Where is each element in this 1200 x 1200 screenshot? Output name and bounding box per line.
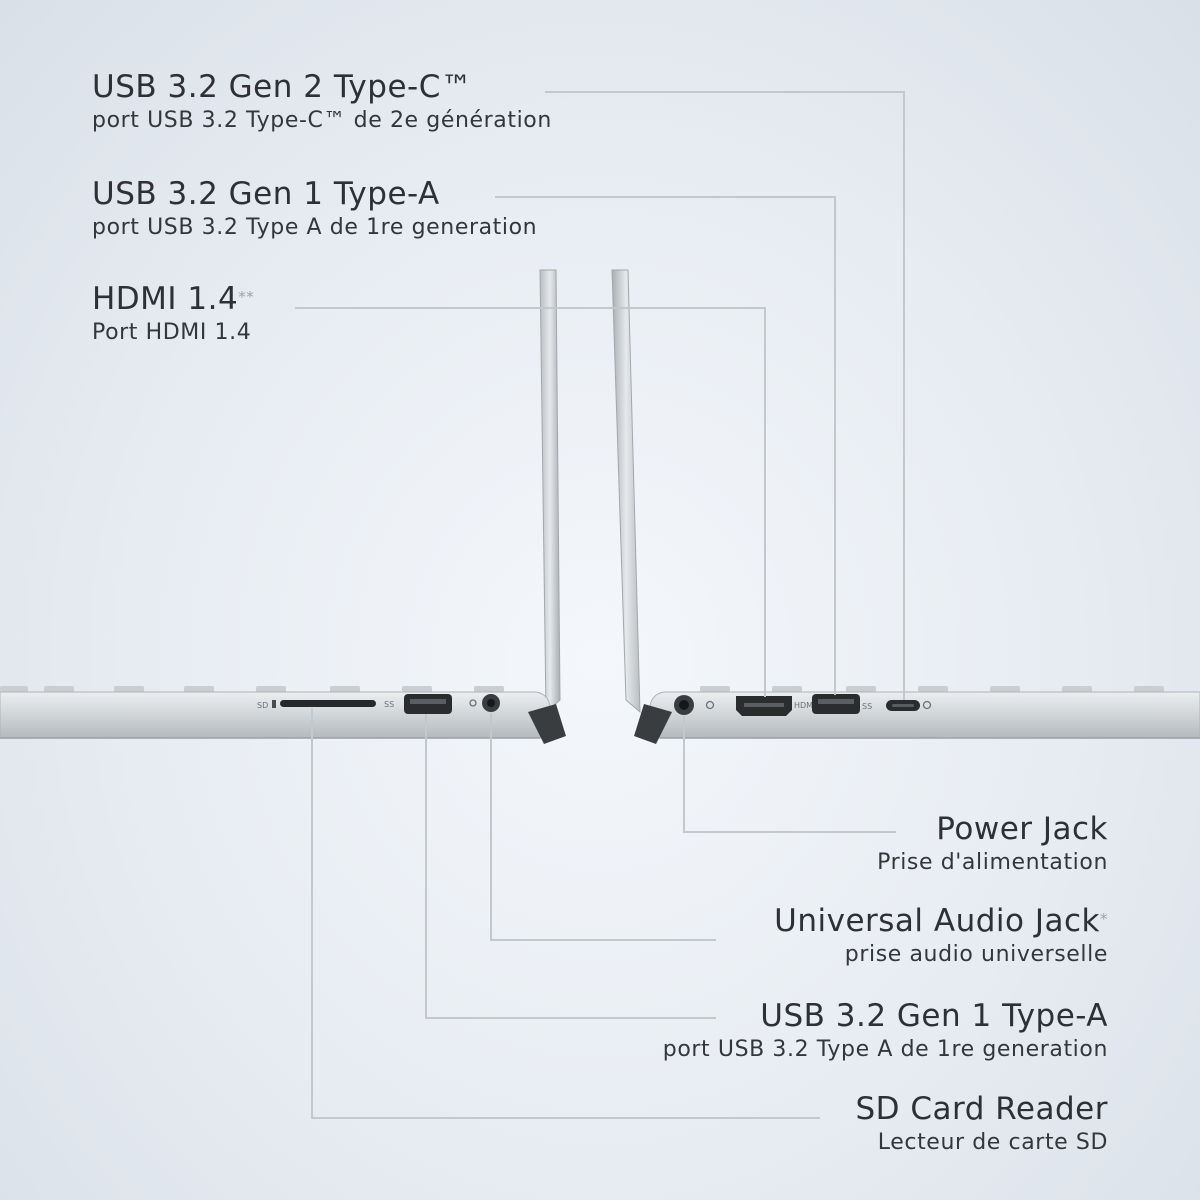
- callout-sd-reader: [311, 708, 820, 1119]
- usb-c-port: [886, 700, 932, 711]
- label-usb-c-title: USB 3.2 Gen 2 Type-C™: [92, 69, 473, 105]
- callout-audio-jack: [490, 713, 716, 941]
- right-base: [647, 691, 1200, 739]
- left-keyboard-keys: [0, 686, 504, 692]
- sd-card-slot: SD: [257, 700, 376, 710]
- label-usb-a-bottom: USB 3.2 Gen 1 Type-A port USB 3.2 Type A…: [663, 997, 1108, 1065]
- label-hdmi-mark: **: [238, 288, 255, 306]
- label-usb-a-top-subtitle: port USB 3.2 Type A de 1re generation: [92, 215, 538, 240]
- callout-usb-a-top: [495, 196, 836, 695]
- usb-a-port-right: SS: [812, 694, 872, 714]
- usb-a-port-left: SS: [384, 694, 452, 714]
- hdmi-port: HDMI: [736, 696, 815, 716]
- label-power-jack-subtitle: Prise d'alimentation: [877, 850, 1108, 875]
- label-audio-jack-mark: *: [1100, 910, 1108, 928]
- label-usb-c-subtitle: port USB 3.2 Type-C™ de 2e génération: [92, 108, 552, 133]
- left-laptop: SD SS: [0, 269, 566, 744]
- label-sd-reader-title: SD Card Reader: [855, 1091, 1108, 1127]
- right-keyboard-keys: [700, 686, 1164, 692]
- callout-usb-c: [545, 91, 905, 700]
- callout-hdmi: [295, 307, 766, 697]
- label-hdmi-title: HDMI 1.4: [92, 281, 239, 317]
- callout-usb-a-bottom: [425, 714, 716, 1019]
- sd-marking: SD: [257, 701, 268, 710]
- right-laptop: HDMI SS: [611, 269, 1200, 744]
- label-sd-reader: SD Card Reader Lecteur de carte SD: [856, 1090, 1109, 1158]
- label-hdmi: HDMI 1.4** Port HDMI 1.4: [92, 280, 254, 348]
- callout-lines: [295, 91, 905, 1119]
- left-base: [0, 691, 553, 739]
- label-audio-jack-subtitle: prise audio universelle: [844, 942, 1108, 967]
- power-jack: [674, 695, 715, 715]
- ss-marking-right: SS: [862, 702, 872, 711]
- label-audio-jack: Universal Audio Jack* prise audio univer…: [774, 902, 1108, 970]
- label-audio-jack-title: Universal Audio Jack: [774, 903, 1100, 939]
- hdmi-marking: HDMI: [794, 701, 815, 710]
- label-power-jack-title: Power Jack: [936, 811, 1108, 847]
- label-hdmi-subtitle: Port HDMI 1.4: [92, 320, 252, 345]
- label-usb-a-top: USB 3.2 Gen 1 Type-A port USB 3.2 Type A…: [92, 175, 537, 243]
- label-usb-a-bottom-subtitle: port USB 3.2 Type A de 1re generation: [662, 1037, 1108, 1062]
- left-hinge: [528, 704, 566, 744]
- callout-power-jack: [683, 716, 896, 833]
- label-usb-a-top-title: USB 3.2 Gen 1 Type-A: [92, 176, 440, 212]
- left-lid: [539, 269, 561, 714]
- label-power-jack: Power Jack Prise d'alimentation: [877, 810, 1108, 878]
- ss-marking-left: SS: [384, 700, 394, 709]
- label-sd-reader-subtitle: Lecteur de carte SD: [877, 1130, 1108, 1155]
- right-lid: [611, 269, 641, 714]
- audio-jack: [469, 694, 500, 712]
- right-hinge: [634, 704, 672, 744]
- label-usb-c: USB 3.2 Gen 2 Type-C™ port USB 3.2 Type-…: [92, 68, 552, 136]
- label-usb-a-bottom-title: USB 3.2 Gen 1 Type-A: [760, 998, 1108, 1034]
